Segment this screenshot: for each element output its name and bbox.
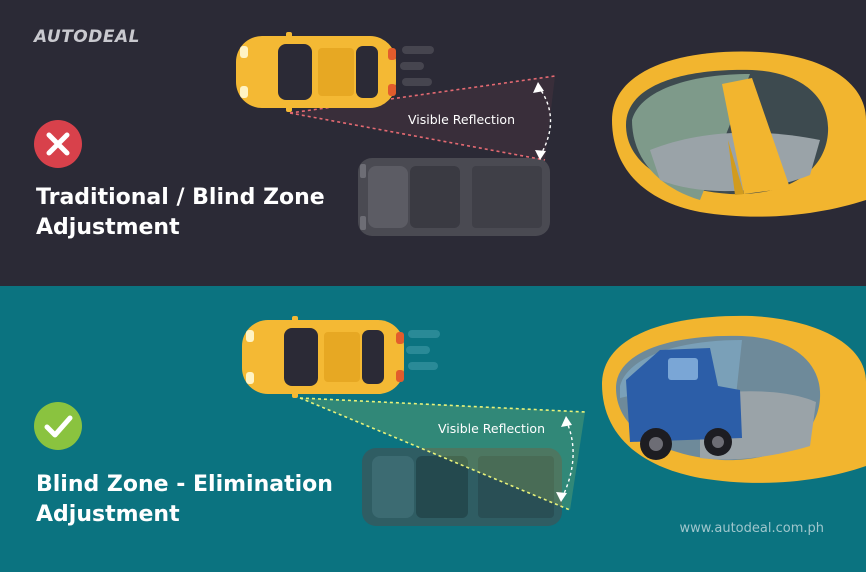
traditional-heading: Traditional / Blind Zone Adjustment xyxy=(36,185,325,240)
sedan-car xyxy=(242,316,404,398)
traditional-adjustment-panel: AUTODEAL Traditional / Blind Zone Adjust… xyxy=(0,0,866,286)
sedan-car xyxy=(236,32,396,112)
side-mirror xyxy=(602,315,866,483)
sightline xyxy=(299,397,586,511)
motion-streaks xyxy=(406,330,440,370)
visible-reflection-label: Visible Reflection xyxy=(408,112,516,127)
pickup-truck xyxy=(362,448,562,526)
side-mirror xyxy=(612,51,866,217)
elimination-diagram xyxy=(242,315,866,526)
elimination-heading: Blind Zone - Elimination Adjustment xyxy=(36,472,333,527)
pickup-truck xyxy=(358,158,550,236)
autodeal-logo: AUTODEAL xyxy=(34,27,140,47)
motion-streaks xyxy=(400,46,434,86)
visible-reflection-label: Visible Reflection xyxy=(438,421,546,436)
traditional-diagram xyxy=(236,32,866,236)
elimination-adjustment-panel: Blind Zone - Elimination Adjustment Visi… xyxy=(0,286,866,572)
website-url: www.autodeal.com.ph xyxy=(679,521,824,536)
